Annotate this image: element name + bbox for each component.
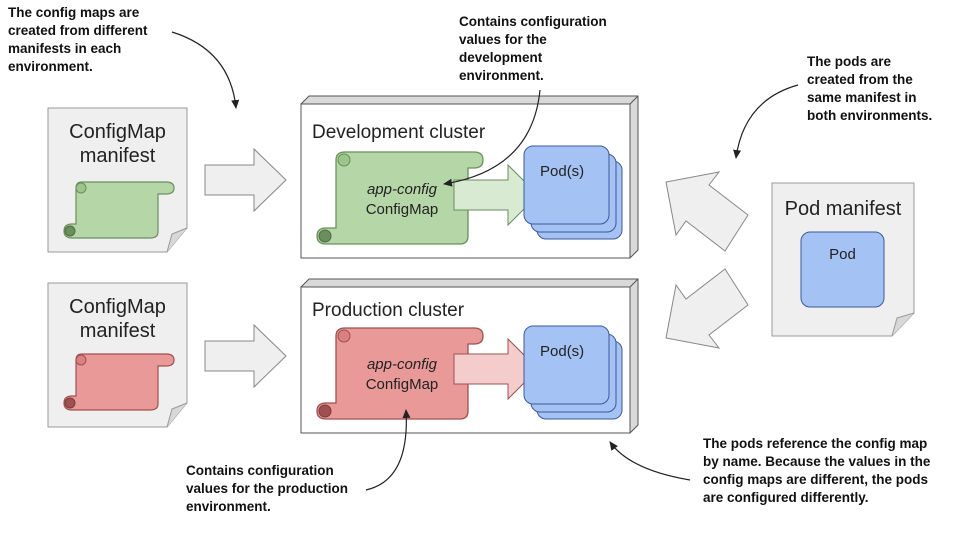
callout-curve-bottom-right — [609, 441, 691, 481]
arrow-dev-configmap-to-pods — [453, 163, 539, 227]
pod-manifest-title: Pod manifest — [784, 198, 902, 220]
annotation-top-center: Contains configuration values for the de… — [459, 14, 607, 83]
dev-manifest-scroll-icon — [63, 181, 175, 239]
prod-manifest-title: ConfigMap manifest — [69, 296, 166, 342]
pod-template-label: Pod — [829, 246, 856, 263]
arrow-dev-manifest-to-cluster — [204, 147, 287, 213]
pod-template-box — [800, 231, 885, 308]
dev-configmap-kind: ConfigMap — [365, 201, 439, 218]
arrow-pod-manifest-to-dev-cluster — [665, 171, 749, 252]
prod-configmap-scroll — [316, 327, 484, 420]
annotation-top-right: The pods are created from the same manif… — [807, 54, 933, 123]
arrow-pod-manifest-to-prod-cluster — [665, 268, 749, 349]
prod-manifest-scroll-icon — [63, 353, 175, 411]
dev-configmap-name: app-config — [366, 181, 438, 198]
prod-configmap-name: app-config — [366, 356, 438, 373]
arrow-prod-configmap-to-pods — [453, 337, 539, 401]
callout-curve-bottom-center — [365, 409, 411, 491]
dev-configmap-scroll — [316, 151, 484, 245]
prod-configmap-kind: ConfigMap — [365, 376, 439, 393]
dev-configmap-label: app-config ConfigMap — [336, 180, 468, 220]
callout-curve-top-left — [171, 31, 240, 109]
dev-cluster-title: Development cluster — [312, 122, 486, 143]
prod-configmap-label: app-config ConfigMap — [336, 355, 468, 395]
pod-manifest-doc — [771, 182, 915, 337]
arrow-prod-manifest-to-cluster — [204, 323, 287, 389]
prod-pods-label: Pod(s) — [540, 343, 585, 360]
callout-curve-top-right — [733, 84, 799, 159]
prod-pods-stack — [523, 325, 623, 420]
annotation-bottom-right: The pods reference the config map by nam… — [703, 436, 931, 505]
annotation-top-left: The config maps are created from differe… — [8, 5, 148, 74]
annotation-bottom-center: Contains configuration values for the pr… — [186, 463, 349, 514]
dev-manifest-title: ConfigMap manifest — [69, 121, 166, 167]
callout-curve-top-center — [443, 89, 541, 187]
prod-cluster-title: Production cluster — [312, 300, 465, 321]
dev-pods-label: Pod(s) — [540, 163, 585, 180]
dev-pods-stack — [523, 145, 623, 240]
